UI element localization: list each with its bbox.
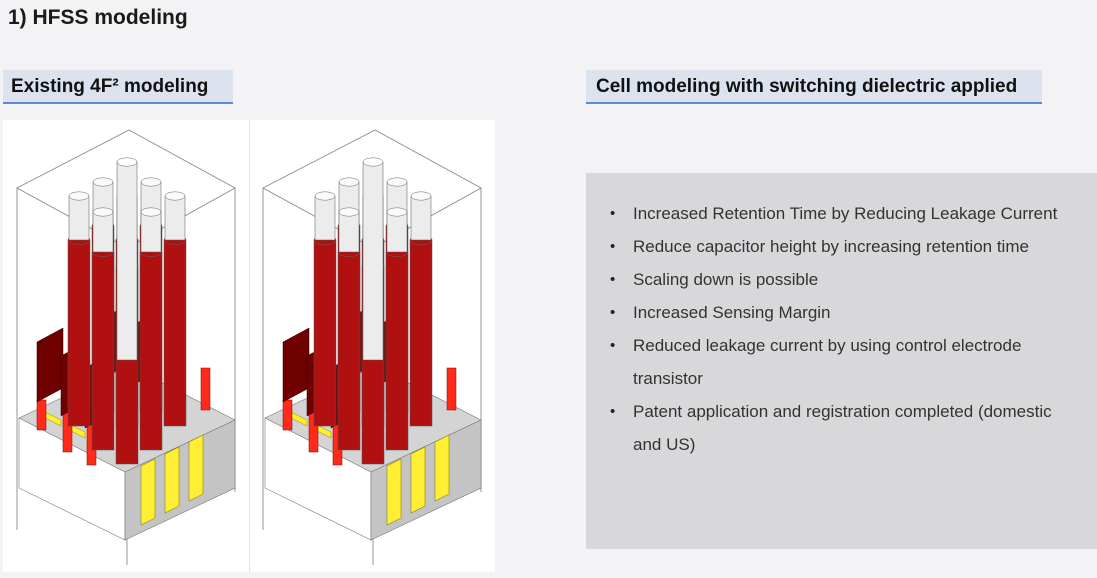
- switching-dielectric-cell-model: [262, 129, 482, 565]
- back-white-cylinder-4: [164, 195, 186, 241]
- feature-text: Scaling down is possible: [633, 270, 819, 289]
- features-box: • Increased Retention Time by Reducing Le…: [586, 173, 1097, 549]
- bullet-icon: •: [610, 271, 616, 288]
- back-white-cylinder-4: [410, 195, 432, 241]
- switching-dielectric-header: Cell modeling with switching dielectric …: [586, 70, 1042, 104]
- feature-item: • Reduced leakage current by using contro…: [610, 329, 1079, 395]
- back-white-cylinder-4-cap: [410, 191, 432, 201]
- bright-pillar-0: [282, 399, 293, 431]
- front-white-cylinder-1-cap: [140, 207, 162, 217]
- front-white-cylinder-0: [92, 211, 114, 253]
- back-red-pillar-2: [67, 239, 91, 427]
- back-red-pillar-4: [163, 239, 187, 427]
- back-red-pillar-4: [409, 239, 433, 427]
- central-cylinder: [362, 161, 384, 361]
- bright-pillar-3: [446, 367, 457, 411]
- central-cylinder-cap: [362, 157, 384, 167]
- bright-pillar-3: [200, 367, 211, 411]
- existing-modeling-header: Existing 4F² modeling: [3, 70, 233, 104]
- bullet-icon: •: [610, 337, 616, 354]
- feature-text: Patent application and registration comp…: [633, 402, 1052, 454]
- back-white-cylinder-2-cap: [68, 191, 90, 201]
- bullet-icon: •: [610, 238, 616, 255]
- central-cylinder: [116, 161, 138, 361]
- back-white-cylinder-2: [68, 195, 90, 241]
- word-line-strip-1: [410, 446, 426, 514]
- feature-text: Reduce capacitor height by increasing re…: [633, 237, 1029, 256]
- central-cylinder-cap: [116, 157, 138, 167]
- front-red-pillar-0: [91, 251, 115, 451]
- back-white-cylinder-1-cap: [386, 177, 408, 187]
- feature-text: Increased Retention Time by Reducing Lea…: [633, 204, 1058, 223]
- front-red-pillar-0: [337, 251, 361, 451]
- hfss-model-panel: [3, 120, 495, 572]
- page-title: 1) HFSS modeling: [8, 6, 188, 29]
- feature-item: • Scaling down is possible: [610, 263, 1079, 296]
- back-white-cylinder-4-cap: [164, 191, 186, 201]
- bright-pillar-0: [36, 399, 47, 431]
- word-line-strip-0: [140, 458, 156, 526]
- word-line-strip-2: [434, 434, 450, 502]
- front-white-cylinder-0-cap: [338, 207, 360, 217]
- feature-text: Reduced leakage current by using control…: [633, 336, 1022, 388]
- panel-divider: [249, 120, 250, 572]
- word-line-strip-0: [386, 458, 402, 526]
- feature-item: • Increased Sensing Margin: [610, 296, 1079, 329]
- front-red-pillar-1: [385, 251, 409, 451]
- feature-item: • Increased Retention Time by Reducing Le…: [610, 197, 1079, 230]
- bullet-icon: •: [610, 403, 616, 420]
- front-white-cylinder-1-cap: [386, 207, 408, 217]
- feature-item: • Patent application and registration com…: [610, 395, 1079, 461]
- word-line-strip-1: [164, 446, 180, 514]
- back-red-pillar-2: [313, 239, 337, 427]
- gate-bar-0: [36, 327, 64, 403]
- back-white-cylinder-0-cap: [338, 177, 360, 187]
- back-white-cylinder-0-cap: [92, 177, 114, 187]
- feature-text: Increased Sensing Margin: [633, 303, 831, 322]
- back-white-cylinder-2: [314, 195, 336, 241]
- front-red-pillar-1: [139, 251, 163, 451]
- word-line-strip-2: [188, 434, 204, 502]
- front-white-cylinder-1: [386, 211, 408, 253]
- feature-item: • Reduce capacitor height by increasing r…: [610, 230, 1079, 263]
- back-white-cylinder-1-cap: [140, 177, 162, 187]
- feature-list: • Increased Retention Time by Reducing Le…: [586, 173, 1097, 461]
- back-white-cylinder-2-cap: [314, 191, 336, 201]
- front-white-cylinder-1: [140, 211, 162, 253]
- existing-4f2-cell-model: [16, 129, 236, 565]
- gate-bar-0: [282, 327, 310, 403]
- front-white-cylinder-0-cap: [92, 207, 114, 217]
- front-white-cylinder-0: [338, 211, 360, 253]
- bullet-icon: •: [610, 205, 616, 222]
- bullet-icon: •: [610, 304, 616, 321]
